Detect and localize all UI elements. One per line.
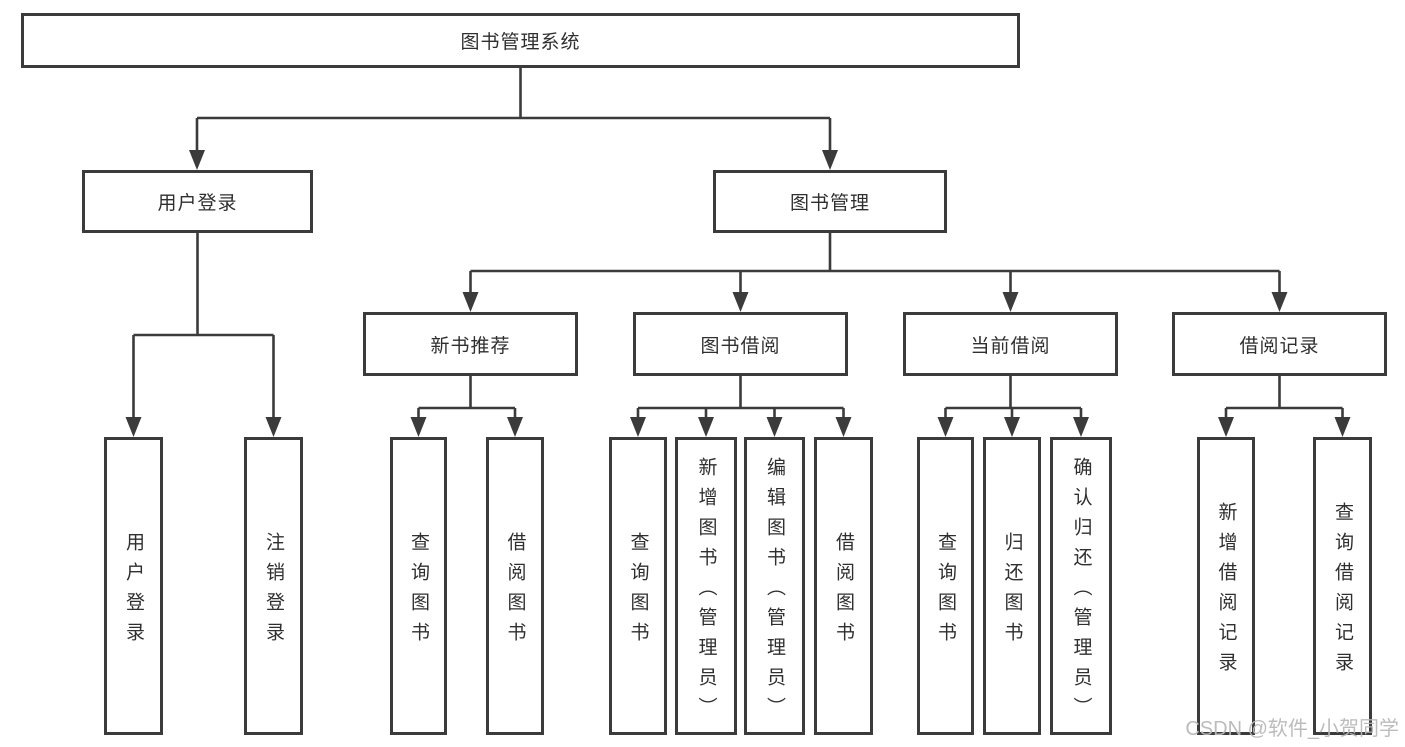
leaf-label: 新增借阅记录: [1215, 501, 1237, 682]
connector-borrow-records-branch: [1218, 376, 1351, 437]
leaf-label: 查询图书: [935, 531, 956, 652]
connector-current-borrow-branch: [937, 376, 1089, 437]
node-borrow-records: 借阅记录: [1172, 312, 1387, 376]
leaf-borrow-books: 借阅图书: [814, 437, 873, 735]
node-book-management: 图书管理: [713, 170, 947, 233]
leaf-query-books-recommend: 查询图书: [390, 437, 447, 735]
node-current-borrow: 当前借阅: [903, 312, 1118, 376]
leaf-label: 注销登录: [263, 531, 284, 652]
connector-new-book-recommend-branch: [410, 376, 523, 437]
node-new-book-recommend: 新书推荐: [363, 312, 578, 376]
leaf-label: 查询借阅记录: [1332, 501, 1353, 682]
leaf-label: 用户登录: [123, 531, 144, 652]
leaf-label: 归还图书: [1001, 531, 1023, 652]
node-root-library-management-system: 图书管理系统: [21, 13, 1020, 68]
leaf-label: 借阅图书: [833, 531, 854, 652]
node-book-borrow: 图书借阅: [633, 312, 848, 376]
leaf-label: 查询图书: [627, 531, 649, 652]
leaf-logout: 注销登录: [244, 437, 303, 735]
connector-root-branch: [189, 68, 838, 170]
leaf-label: 借阅图书: [504, 531, 526, 652]
leaf-add-book-admin: 新增图书（管理员）: [675, 437, 737, 735]
leaf-return-book: 归还图书: [983, 437, 1041, 735]
leaf-label: 新增图书（管理员）: [695, 456, 717, 727]
connector-user-login-branch: [125, 233, 282, 437]
leaf-query-books-borrow: 查询图书: [609, 437, 667, 735]
leaf-borrow-books-recommend: 借阅图书: [486, 437, 544, 735]
leaf-label: 查询图书: [408, 531, 429, 652]
watermark: CSDN @软件_小贺同学: [1185, 718, 1399, 740]
connector-book-borrow-branch: [630, 376, 852, 437]
node-user-login: 用户登录: [82, 170, 313, 233]
leaf-user-login: 用户登录: [104, 437, 163, 735]
leaf-label: 确认归还（管理员）: [1070, 456, 1092, 727]
leaf-edit-book-admin: 编辑图书（管理员）: [744, 437, 805, 735]
connector-book-management-branch: [462, 233, 1288, 312]
leaf-confirm-return-admin: 确认归还（管理员）: [1050, 437, 1112, 735]
leaf-add-borrow-record: 新增借阅记录: [1197, 437, 1255, 735]
leaf-query-books-current: 查询图书: [917, 437, 974, 735]
leaf-query-borrow-record: 查询借阅记录: [1313, 437, 1372, 735]
leaf-label: 编辑图书（管理员）: [764, 456, 785, 727]
